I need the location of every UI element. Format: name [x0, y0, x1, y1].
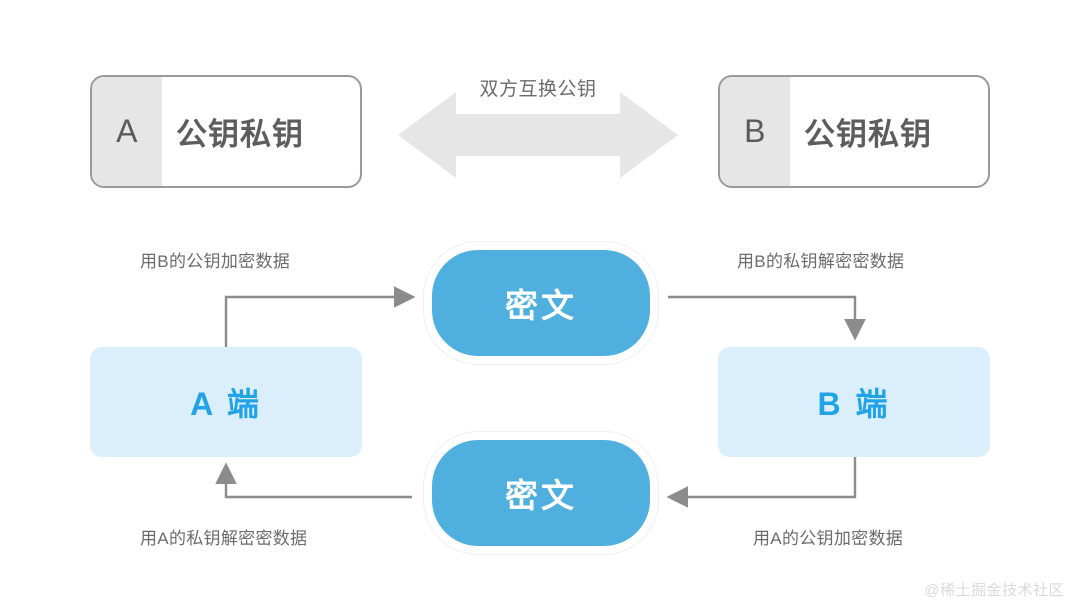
cipher-node-top: 密文	[432, 250, 650, 356]
exchange-label: 双方互换公钥	[479, 79, 597, 100]
key-box-b: B 公钥私钥	[718, 75, 990, 188]
node-a-label: A 端	[190, 386, 262, 422]
double-headed-arrow-icon	[398, 88, 678, 182]
arrow-b-to-cipher-bottom	[666, 457, 857, 508]
arrow-cipher-bottom-to-a	[215, 462, 412, 499]
watermark: @稀土掘金技术社区	[924, 582, 1064, 599]
node-b-box: B 端	[718, 347, 990, 457]
cipher-node-bottom-label: 密文	[505, 477, 577, 514]
arrow-cipher-top-to-b	[668, 295, 866, 341]
cipher-node-bottom: 密文	[432, 440, 650, 546]
caption-encrypt-with-b-public: 用B的公钥加密数据	[140, 252, 291, 271]
arrow-a-to-cipher-top	[224, 286, 416, 347]
caption-decrypt-with-b-private: 用B的私钥解密密数据	[737, 252, 905, 271]
caption-encrypt-with-a-public: 用A的公钥加密数据	[753, 529, 904, 548]
caption-decrypt-with-a-private: 用A的私钥解密密数据	[140, 529, 308, 548]
key-box-a-label: 公钥私钥	[176, 117, 304, 152]
node-b-label: B 端	[817, 386, 891, 422]
key-box-b-badge: B	[720, 77, 790, 186]
node-a-box: A 端	[90, 347, 362, 457]
key-box-a: A 公钥私钥	[90, 75, 362, 188]
key-box-b-label: 公钥私钥	[804, 117, 932, 152]
key-box-a-badge: A	[92, 77, 162, 186]
cipher-node-top-label: 密文	[505, 287, 577, 324]
